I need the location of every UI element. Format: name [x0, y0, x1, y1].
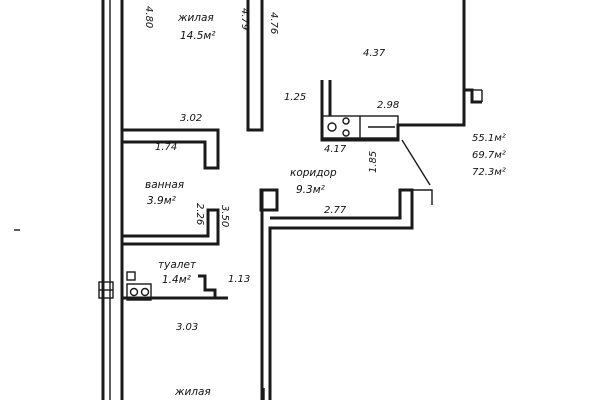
dim-277: 2.77	[324, 205, 347, 216]
room-area-toilet: 1.4м²	[162, 274, 192, 286]
room-area-living-top: 14.5м²	[180, 30, 216, 42]
room-name-toilet: туалет	[158, 259, 197, 271]
total-useful-area: 69.7м²	[472, 150, 506, 161]
dim-480: 4.80	[143, 6, 154, 28]
room-area-bathroom: 3.9м²	[147, 195, 177, 207]
corridor-wall-lower	[268, 188, 414, 400]
left-exterior-wall	[101, 0, 124, 400]
dim-185: 1.85	[368, 151, 379, 173]
dim-298: 2.98	[377, 100, 399, 111]
bathroom-wall-top	[122, 128, 220, 170]
dim-476: 4.76	[268, 12, 279, 34]
sink-symbol	[126, 283, 152, 301]
dim-303: 3.03	[176, 322, 198, 333]
total-overall-area: 72.3м²	[472, 167, 506, 178]
window-symbol-top	[98, 281, 114, 299]
door-swing-line	[401, 139, 431, 186]
room-name-living-bottom: жилая	[174, 386, 211, 398]
dim-302: 3.02	[180, 113, 202, 124]
dim-479: 4.79	[239, 8, 250, 30]
right-exterior-wall	[462, 0, 483, 104]
dim-437: 4.37	[363, 48, 386, 59]
room-name-living-top: жилая	[177, 12, 214, 24]
dim-226: 2.26	[194, 203, 205, 225]
toilet-wall	[122, 274, 217, 300]
room-name-bathroom: ванная	[145, 179, 184, 191]
entry-door-niche	[412, 189, 433, 205]
room-name-corridor: коридор	[290, 167, 337, 179]
stove-symbol	[321, 115, 399, 139]
dim-125: 1.25	[284, 92, 306, 103]
dim-113: 1.13	[228, 274, 250, 285]
dim-174: 1.74	[155, 142, 177, 153]
room-area-corridor: 9.3м²	[296, 184, 326, 196]
dim-350: 3.50	[219, 205, 230, 227]
riser-symbol	[126, 271, 136, 281]
bathroom-wall-bottom	[122, 208, 220, 246]
top-partition-wall	[246, 0, 264, 132]
total-living-area: 55.1м²	[472, 133, 506, 144]
dim-417: 4.17	[324, 144, 347, 155]
corridor-cabinet	[259, 188, 279, 212]
